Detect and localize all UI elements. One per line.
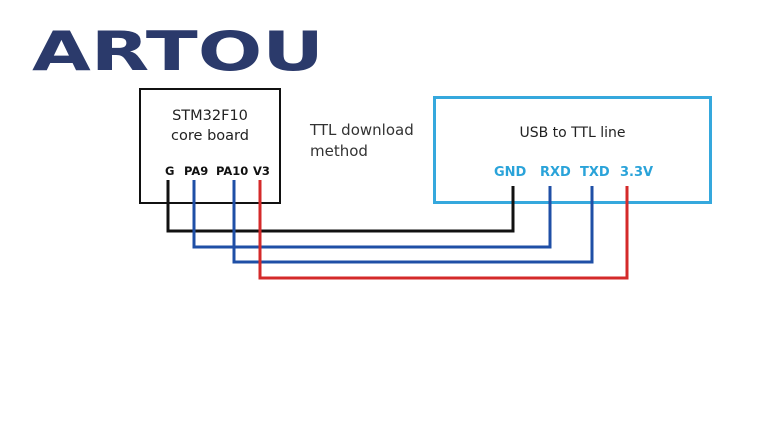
- artou-logo: ARTOU: [32, 26, 324, 76]
- usb-adapter-name: USB to TTL line: [519, 125, 626, 141]
- board-pin-v3: V3: [253, 164, 270, 178]
- wire-rxd: [192, 180, 552, 249]
- logo-text: ARTOU: [32, 26, 324, 76]
- method-label: TTL download method: [310, 121, 414, 160]
- board-name: STM32F10 core board: [171, 108, 249, 144]
- board-pin-pa9: PA9: [184, 164, 209, 178]
- usb-pin-33v: 3.3V: [620, 165, 654, 180]
- usb-pin-gnd: GND: [494, 165, 527, 180]
- wire-power: [258, 180, 629, 280]
- usb-pin-txd: TXD: [580, 165, 610, 180]
- board-pin-g: G: [165, 164, 175, 178]
- usb-pin-rxd: RXD: [540, 165, 571, 180]
- board-pin-pa10: PA10: [216, 164, 249, 178]
- wire-gnd: [166, 180, 515, 233]
- usb-ttl-adapter: USB to TTL line GND RXD TXD 3.3V: [433, 96, 712, 204]
- stm32-board: STM32F10 core board G PA9 PA10 V3: [139, 88, 281, 204]
- wire-txd: [232, 180, 594, 264]
